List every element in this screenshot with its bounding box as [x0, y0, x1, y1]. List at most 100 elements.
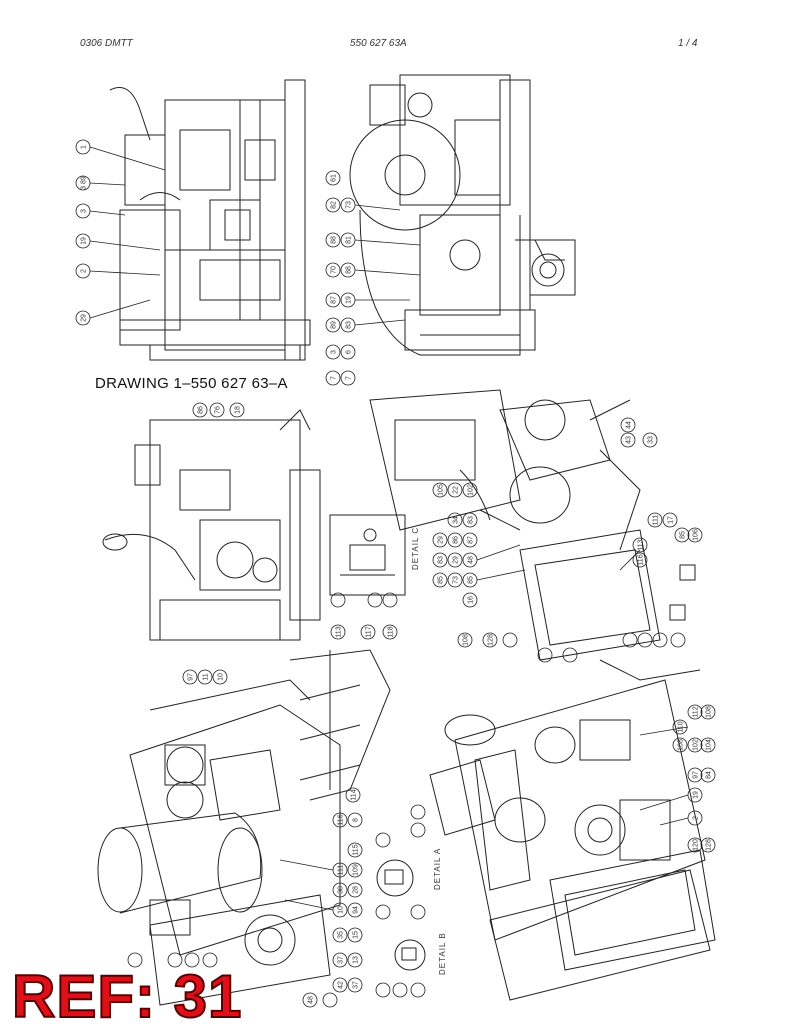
callout-number: 86 — [198, 406, 205, 414]
callout-number: 70 — [331, 266, 338, 274]
callout-number: 3 89 — [81, 176, 88, 190]
callout-number: 11 — [203, 673, 210, 680]
callout-number: 87 — [331, 296, 338, 304]
callout-number: 118 — [388, 626, 395, 637]
callout-number: 108 — [706, 706, 713, 718]
callout-number: 29 — [81, 314, 88, 322]
callout-number: 22 — [453, 486, 460, 494]
callout-number: 128 — [706, 839, 713, 851]
callout-number: 42 — [338, 981, 345, 989]
callout-number: 38 — [338, 886, 345, 894]
header-page-number: 1 / 4 — [678, 38, 698, 49]
callout-number: 10 — [218, 673, 225, 681]
callout-number: 111 — [653, 515, 660, 526]
drawing-caption: DRAWING 1–550 627 63–A — [95, 375, 288, 392]
callout-number: 113 — [638, 539, 645, 550]
callout-number: 3 — [81, 209, 88, 213]
callout-number: 88 — [331, 236, 338, 244]
callout-number: 97 — [188, 673, 195, 681]
callout-number: 108 — [463, 634, 470, 646]
callout-number: 28 — [353, 886, 360, 894]
view5-callouts — [127, 624, 398, 1008]
callout-number: 48 — [468, 556, 475, 564]
view-side-elevation — [109, 79, 311, 361]
callout-number: 44 — [626, 421, 633, 429]
callout-number: 97 — [693, 771, 700, 779]
detail-c-label: DETAIL C — [411, 527, 420, 570]
detail-a-label: DETAIL A — [433, 848, 442, 890]
ref-stamp: REF: 31 — [11, 963, 243, 1030]
view-front-elevation — [349, 74, 576, 356]
callout-number: 19 — [346, 296, 353, 304]
view4-callouts — [192, 402, 703, 663]
callout-number: 86 — [453, 536, 460, 544]
callout-number: 16 — [468, 596, 475, 604]
callout-number: 83 — [468, 516, 475, 524]
callout-number: 83 — [346, 321, 353, 329]
callout-number: 6 — [346, 350, 353, 354]
detail-a-inset — [376, 859, 414, 897]
callout-number: 102 — [468, 484, 475, 496]
callout-number: 15 — [353, 931, 360, 939]
callout-number: 128 — [488, 634, 495, 646]
callout-number: 29 — [438, 536, 445, 544]
view1-callouts — [75, 139, 166, 326]
callout-number: 43 — [626, 436, 633, 444]
callout-number: 19 — [693, 791, 700, 799]
callout-number: 87 — [468, 536, 475, 544]
callout-number: 85 — [468, 576, 475, 584]
callout-number: 3 — [331, 350, 338, 354]
callout-number: 88 — [346, 266, 353, 274]
callout-number: 120 — [693, 839, 700, 851]
callout-number: 48 — [308, 996, 315, 1004]
callout-number: 2 — [693, 816, 700, 820]
header-doc-code: 0306 DMTT — [80, 38, 133, 49]
callout-number: 117 — [366, 626, 373, 637]
view2-callouts — [325, 170, 421, 386]
view-isometric-upper — [369, 389, 696, 661]
callout-number: 37 — [353, 981, 360, 989]
header-part-number: 550 627 63A — [350, 38, 407, 49]
callout-number: 102 — [693, 739, 700, 751]
callout-number: 105 — [438, 484, 445, 496]
detail-b-inset — [394, 939, 426, 971]
view-isometric-lower-right — [429, 659, 716, 1001]
callout-number: 19 — [81, 237, 88, 245]
callout-number: 73 — [453, 576, 460, 584]
callout-number: 112 — [693, 706, 700, 717]
callout-number: 110 — [678, 721, 685, 732]
callout-number: 8 — [353, 818, 360, 822]
callout-number: 17 — [668, 516, 675, 524]
callout-number: 85 — [438, 576, 445, 584]
callout-number: 83 — [438, 556, 445, 564]
callout-number: 111 — [338, 865, 345, 876]
callout-number: 81 — [346, 236, 353, 244]
callout-number: 7 — [331, 376, 338, 380]
callout-number: 94 — [353, 906, 360, 914]
callout-number: 116 — [638, 554, 645, 565]
callout-number: 29 — [453, 556, 460, 564]
callout-number: 82 — [331, 201, 338, 209]
callout-number: 34 — [453, 516, 460, 524]
callout-number: 104 — [706, 739, 713, 751]
callout-number: 84 — [706, 771, 713, 779]
callout-number: 108 — [678, 739, 685, 751]
callout-number: 7 — [346, 376, 353, 380]
callout-number: 114 — [351, 789, 358, 800]
callout-number: 85 — [680, 531, 687, 539]
view-isometric-lower-left — [97, 649, 391, 1006]
callout-number: 76 — [215, 406, 222, 414]
callout-number: 106 — [693, 529, 700, 541]
callout-number: 33 — [648, 436, 655, 444]
detail-c-inset — [329, 514, 406, 596]
callout-number: 35 — [338, 931, 345, 939]
callout-number: 37 — [338, 956, 345, 964]
view6-callouts — [639, 704, 716, 853]
view-rear-detail — [102, 409, 321, 641]
callout-number: 109 — [353, 864, 360, 876]
detail-b-label: DETAIL B — [438, 932, 447, 975]
callout-number: 113 — [336, 626, 343, 637]
callout-number: 89 — [331, 321, 338, 329]
callout-number: 2 — [81, 269, 88, 273]
